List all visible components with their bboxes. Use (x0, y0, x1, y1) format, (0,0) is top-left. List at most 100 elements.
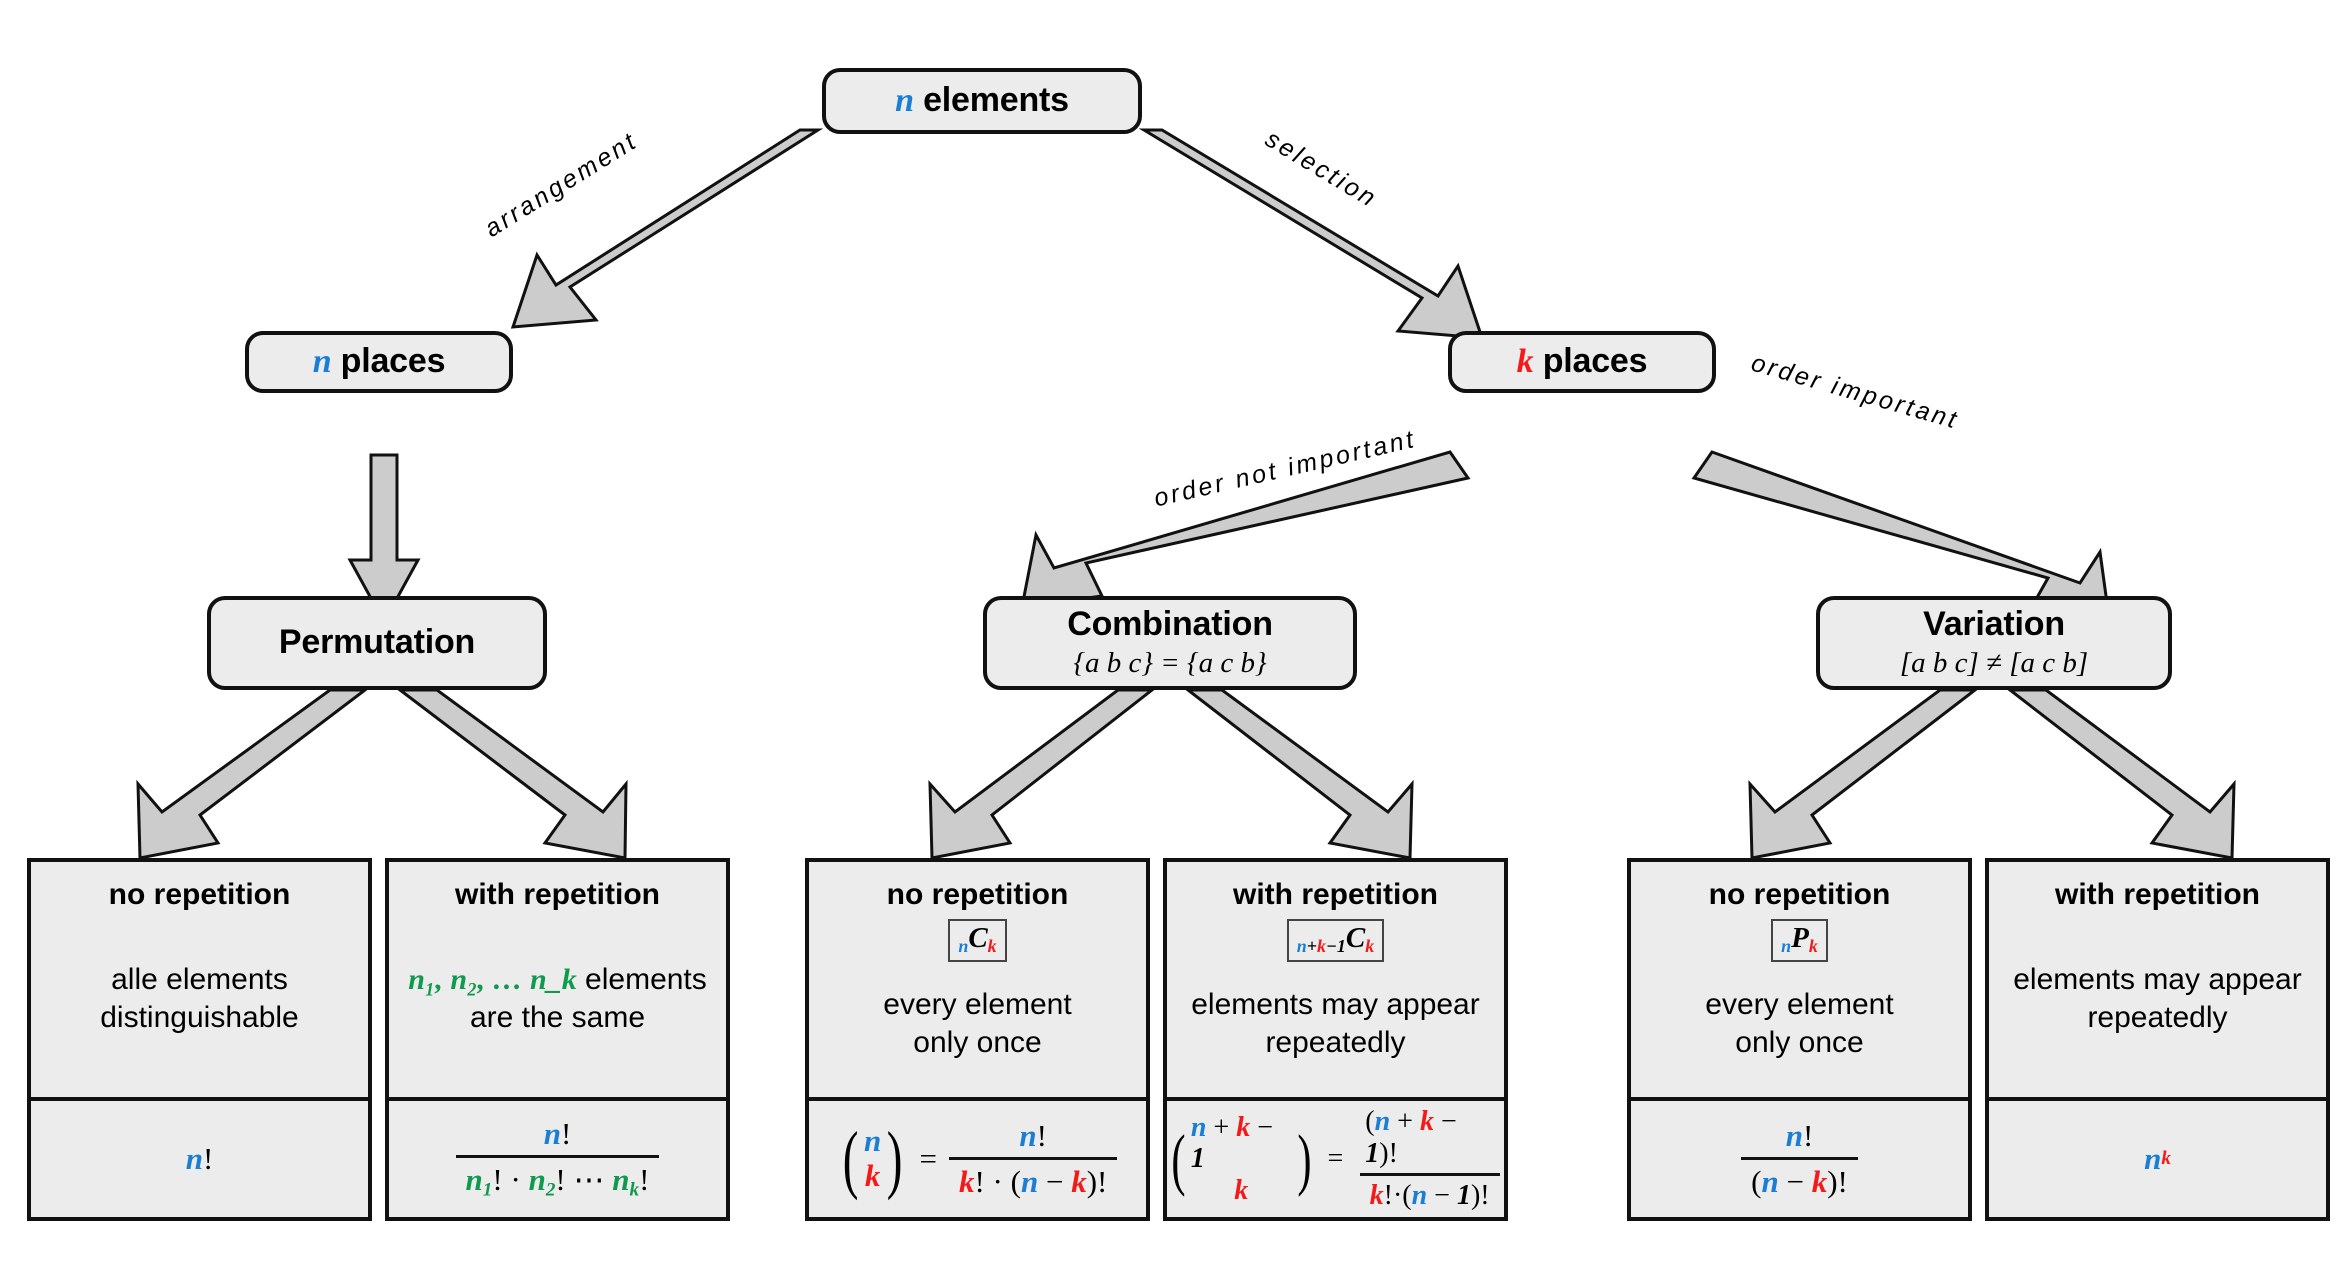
arrow-root-to-n-places (510, 128, 824, 329)
leaf-desc: every element only once (1705, 987, 1894, 1060)
node-n-elements[interactable]: n elements (822, 68, 1142, 134)
badge-k: k (1317, 936, 1327, 957)
badge-minus-one: −1 (1326, 936, 1346, 957)
node-variation-subtitle: [a b c] ≠ [a c b] (1899, 647, 2089, 680)
leaf-combination-no-repetition[interactable]: no repetition nCk every element only onc… (805, 858, 1150, 1221)
edge-label-order-important: order important (1748, 348, 1963, 435)
leaf-desc-vars: n₁, n₂, … n_k (408, 962, 577, 996)
leaf-formula: n! (n − k)! (1631, 1101, 1968, 1217)
paren-close: ) (1296, 1120, 1312, 1197)
badge-symbol: C (1345, 922, 1366, 954)
fraction-numerator: n! (1019, 1118, 1047, 1153)
formula-factorial: ! (202, 1141, 214, 1176)
formula-n: n (185, 1141, 203, 1176)
node-permutation-title: Permutation (278, 623, 476, 662)
leaf-desc: n₁, n₂, … n_k elements are the same (408, 961, 707, 1038)
node-permutation[interactable]: Permutation (207, 596, 547, 690)
node-n-elements-label: n elements (895, 81, 1069, 120)
node-n-places-text: places (340, 342, 446, 381)
badge-symbol: C (968, 922, 988, 954)
paren-open: ( (1171, 1120, 1186, 1197)
leaf-desc: elements may appear repeatedly (1191, 987, 1480, 1060)
var-k: k (1516, 343, 1534, 381)
node-combination[interactable]: Combination {a b c} = {a c b} (983, 596, 1357, 690)
arrow-combination-to-leaf-4 (1183, 688, 1414, 860)
leaf-desc: every element only once (883, 987, 1072, 1060)
node-combination-title: Combination (1067, 604, 1273, 643)
badge-plus: + (1306, 936, 1318, 957)
leaf-upper: with repetition elements may appear repe… (1989, 862, 2326, 1101)
leaf-upper: with repetition n+k−1Ck elements may app… (1167, 862, 1504, 1101)
badge-symbol: P (1791, 922, 1809, 954)
leaf-combination-with-repetition[interactable]: with repetition n+k−1Ck elements may app… (1163, 858, 1508, 1221)
paren-open: ( (842, 1116, 859, 1201)
leaf-permutation-no-repetition[interactable]: no repetition alle elements distinguisha… (27, 858, 372, 1221)
arrow-permutation-to-leaf-2 (395, 688, 628, 860)
leaf-desc: alle elements distinguishable (100, 962, 299, 1034)
leaf-desc-text: elements are the same (469, 962, 707, 1034)
node-k-places[interactable]: k places (1448, 331, 1716, 393)
formula-n: n (2144, 1141, 2162, 1176)
fraction: (n + k − 1)! k!·(n − 1)! (1355, 1106, 1504, 1212)
var-n: n (895, 82, 914, 120)
badge-n: n (1296, 936, 1307, 957)
badge-k2: k (1365, 936, 1375, 957)
fraction-denominator: k!·(n − 1)! (1359, 1173, 1500, 1212)
node-variation[interactable]: Variation [a b c] ≠ [a c b] (1816, 596, 2172, 690)
fraction-denominator: (n − k)! (1741, 1157, 1858, 1200)
leaf-desc: elements may appear repeatedly (2013, 962, 2302, 1034)
leaf-upper: no repetition nPk every element only onc… (1631, 862, 1968, 1101)
node-combination-subtitle: {a b c} = {a c b} (1073, 647, 1267, 680)
leaf-upper: no repetition nCk every element only onc… (809, 862, 1146, 1101)
leaf-notation-badge: nCk (948, 919, 1007, 962)
leaf-permutation-with-repetition[interactable]: with repetition n₁, n₂, … n_k elements a… (385, 858, 730, 1221)
leaf-upper: with repetition n₁, n₂, … n_k elements a… (389, 862, 726, 1101)
fraction-numerator: (n + k − 1)! (1365, 1106, 1457, 1169)
leaf-head: no repetition (1708, 878, 1891, 911)
leaf-formula: n! (31, 1101, 368, 1217)
edge-label-order-not-important: order not important (1151, 424, 1419, 513)
node-variation-title: Variation (1923, 604, 2065, 643)
edge-label-arrangement: arrangement (479, 126, 643, 243)
paren-close: ) (886, 1116, 903, 1201)
leaf-head: no repetition (886, 878, 1069, 911)
leaf-formula: n! n1! · n2! ⋯ nk! (389, 1101, 726, 1217)
leaf-head: no repetition (108, 878, 291, 911)
leaf-head: with repetition (455, 878, 660, 911)
fraction-numerator: n! (1785, 1118, 1814, 1153)
formula-k-exponent: k (2161, 1148, 2171, 1169)
badge-k: k (987, 936, 997, 957)
leaf-variation-with-repetition[interactable]: with repetition elements may appear repe… (1985, 858, 2330, 1221)
leaf-head: with repetition (1233, 878, 1438, 911)
node-n-elements-text: elements (923, 81, 1069, 120)
leaf-head: with repetition (2055, 878, 2260, 911)
fraction-denominator: k! · (n − k)! (948, 1157, 1118, 1200)
fraction-denominator: n1! · n2! ⋯ nk! (455, 1155, 660, 1201)
arrow-permutation-to-leaf-1 (136, 688, 370, 860)
leaf-variation-no-repetition[interactable]: no repetition nPk every element only onc… (1627, 858, 1972, 1221)
badge-n: n (958, 936, 969, 957)
arrow-variation-to-leaf-6 (2005, 688, 2236, 860)
fraction: n! k! · (n − k)! (948, 1118, 1118, 1200)
edge-label-selection: selection (1260, 124, 1383, 214)
badge-k: k (1808, 936, 1818, 957)
leaf-notation-badge: n+k−1Ck (1286, 919, 1385, 962)
node-n-places-label: n places (312, 342, 446, 381)
equals-sign: = (1327, 1143, 1344, 1174)
arrow-combination-to-leaf-3 (928, 688, 1157, 860)
leaf-upper: no repetition alle elements distinguisha… (31, 862, 368, 1101)
var-n: n (312, 343, 332, 381)
equals-sign: = (919, 1141, 937, 1176)
node-k-places-label: k places (1516, 343, 1648, 381)
fraction: n! n1! · n2! ⋯ nk! (455, 1116, 660, 1201)
fraction-numerator: n! (543, 1116, 572, 1152)
node-n-places[interactable]: n places (245, 331, 513, 393)
arrow-variation-to-leaf-5 (1748, 688, 1980, 860)
badge-n: n (1781, 936, 1792, 957)
